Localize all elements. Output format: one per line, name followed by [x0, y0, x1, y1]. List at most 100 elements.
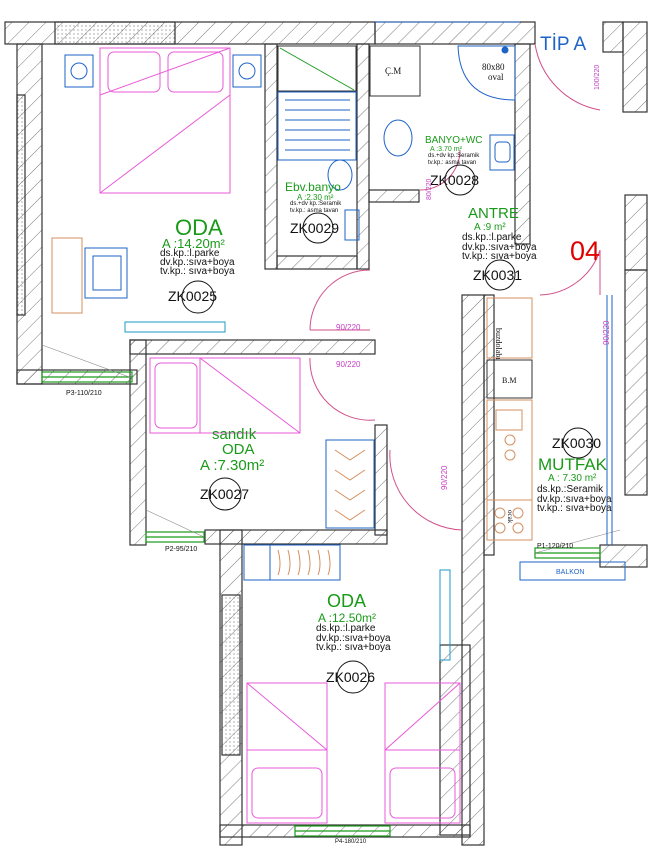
wall-oda2-insulation	[221, 594, 241, 756]
mutfak-wall: dv.kp.:sıva+boya	[537, 494, 612, 505]
room2-furniture	[243, 544, 461, 824]
pillow-left	[107, 51, 161, 93]
door-mutfak	[539, 249, 601, 296]
room1-name: ODA	[175, 215, 223, 240]
fridge	[486, 297, 533, 359]
wall-mutfak-right	[624, 269, 648, 496]
banyo-code: ZK0028	[430, 172, 480, 188]
storage-box	[277, 45, 357, 92]
bed-right	[384, 682, 461, 824]
sandik-furniture	[149, 357, 375, 529]
wall-sandik-bottom	[204, 529, 388, 545]
wall-ebv-bottom	[276, 255, 358, 270]
door-banyo	[419, 149, 461, 191]
toilet-banyo	[383, 119, 413, 157]
wall-sandik-left	[129, 339, 147, 546]
room1-area: A :14.20m²	[162, 236, 225, 251]
pillow-bed-left	[251, 767, 323, 819]
room2-ceiling: tv.kp.: sıva+boya	[316, 642, 391, 653]
bathtub	[277, 91, 357, 161]
shower-label2: oval	[488, 72, 504, 82]
wardrobe-oda2	[243, 544, 341, 581]
nightstand-left	[64, 54, 94, 88]
sandik-pillow	[154, 362, 198, 429]
balkon-label: BALKON	[556, 569, 585, 576]
antre-code: ZK0031	[473, 267, 523, 283]
room1-code: ZK0025	[168, 288, 218, 304]
antre-wall: dv.kp.:sıva+boya	[462, 242, 537, 253]
wardrobe-sandik	[325, 439, 375, 529]
pillow-right	[167, 51, 224, 93]
door-sandik	[309, 357, 376, 421]
banyo-area: A :3.70 m²	[430, 146, 462, 153]
single-bed	[149, 357, 301, 434]
zk-markers	[181, 164, 594, 694]
door-room1	[309, 269, 371, 331]
nightstand-right	[232, 54, 262, 88]
stove-label: ocak	[506, 510, 514, 524]
desk	[51, 237, 83, 314]
window-p2-label: P2-95/210	[165, 546, 198, 553]
wall-ebv-right	[356, 43, 370, 270]
sandik-area: A :7.30m²	[200, 457, 265, 474]
door-label-4: 90/220	[602, 320, 611, 345]
ebv-area: A :2.30 m²	[297, 193, 334, 202]
window-p3-label: P3-110/210	[66, 390, 102, 397]
door-entrance	[534, 43, 601, 111]
wall-banyo-right	[514, 43, 531, 245]
mutfak-name: MUTFAK	[538, 455, 607, 474]
window-p1-label: P1-120/210	[537, 543, 574, 550]
room1-furniture	[51, 47, 262, 333]
washing-machine	[369, 45, 421, 97]
mutfak-floor: ds.kp.:Seramik	[537, 484, 604, 495]
door-oda2	[389, 449, 463, 531]
sandik-name: sandık	[212, 426, 257, 443]
sink-banyo	[489, 134, 515, 171]
window-p4-label: P4-180/210	[335, 839, 367, 845]
room2-name: ODA	[327, 591, 367, 611]
tv-unit	[124, 321, 226, 333]
chair	[84, 247, 128, 299]
bed-left	[246, 682, 328, 824]
room2-floor: ds.kp.:l.parke	[316, 623, 376, 634]
type-label: TİP A	[540, 34, 587, 55]
sink-ebv	[344, 209, 360, 241]
ebv-floor: ds.+dv kp.:Seramik	[290, 201, 342, 207]
mutfak-code: ZK0030	[552, 435, 602, 451]
wall-right-top	[622, 21, 648, 113]
dishwasher	[486, 359, 533, 399]
antre-area: A :9 m²	[474, 222, 506, 233]
banyo-fixtures	[369, 45, 516, 171]
door-label-6: 100/220	[594, 64, 601, 90]
mutfak-area: A : 7.30 m²	[548, 473, 597, 484]
windows	[41, 344, 621, 837]
fridge-label: buzdolabı	[494, 328, 503, 360]
balcony	[519, 561, 626, 581]
wall-mutfak-left	[483, 294, 495, 556]
toilet-ebv	[327, 159, 353, 191]
banyo-ceiling: tv.kp.: asma tavan	[428, 160, 477, 166]
sandik-name2: ODA	[222, 441, 255, 458]
pillow-bed-right	[389, 767, 456, 819]
antre-floor: ds.kp.:l.parke	[462, 232, 522, 243]
room1-wall: dv.kp.:sıva+boya	[160, 257, 235, 268]
wall-room1-right	[264, 43, 278, 270]
door-label-2: 90/220	[336, 360, 361, 369]
banyo-floor: ds.+dv kp.:Seramik	[428, 153, 480, 159]
wall-top-insulation	[54, 21, 176, 45]
cm-label: Ç.M	[385, 66, 402, 76]
wall-left-insulation	[16, 94, 26, 316]
doors	[309, 43, 601, 531]
shower-tray	[457, 45, 516, 101]
ebv-ceiling: tv.kp.: asma tavan	[290, 208, 339, 214]
antre-ceiling: tv.kp.: sıva+boya	[462, 251, 537, 262]
kitchen-fixtures	[486, 297, 533, 541]
mutfak-ceiling: tv.kp.: sıva+boya	[537, 503, 612, 514]
sandik-code: ZK0027	[200, 486, 250, 502]
ebv-code: ZK0029	[290, 220, 340, 236]
ebv-banyo-fixtures	[277, 45, 360, 241]
antre-name: ANTRE	[468, 205, 519, 222]
bed-cover-fold	[99, 47, 231, 96]
ebv-name: Ebv.banyo	[285, 180, 341, 194]
